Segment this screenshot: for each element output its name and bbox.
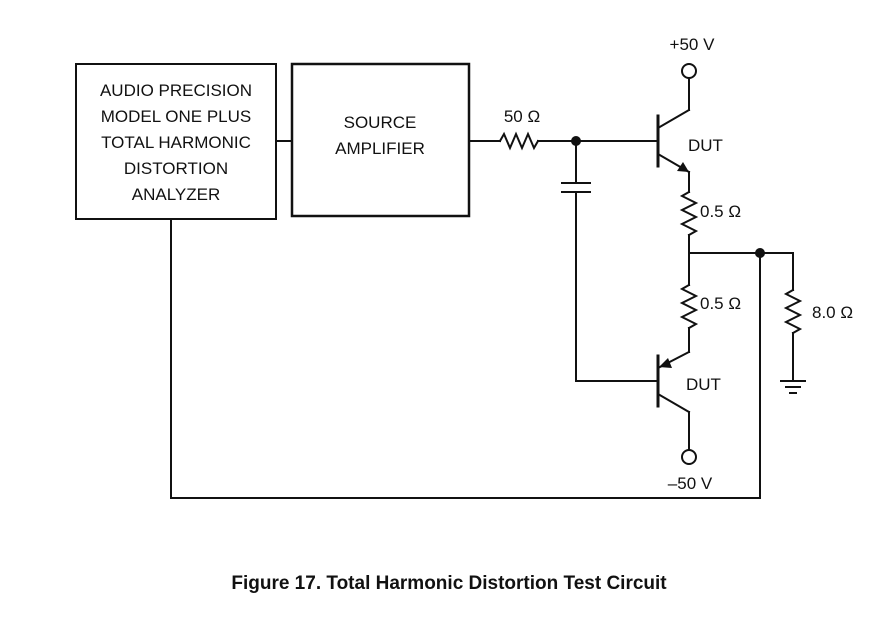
positive-supply-terminal-icon — [681, 63, 697, 79]
analyzer-line-2: MODEL ONE PLUS — [101, 107, 252, 126]
negative-supply-terminal-icon — [681, 449, 697, 465]
upper-emitter-arrow-icon — [677, 162, 689, 172]
lower-emitter-arrow-icon — [659, 358, 672, 368]
input-resistor-label: 50 Ω — [504, 107, 540, 126]
lower-transistor — [656, 350, 691, 414]
wire-feedback-to-analyzer — [170, 218, 761, 499]
upper-emitter-resistor-symbol — [679, 190, 699, 237]
negative-supply-label: –50 V — [668, 474, 713, 493]
amplifier-box — [290, 62, 471, 218]
lower-transistor-label: DUT — [686, 375, 721, 394]
load-resistor-label: 8.0 Ω — [812, 303, 853, 322]
amplifier-line-2: AMPLIFIER — [335, 139, 425, 158]
upper-transistor-label: DUT — [688, 136, 723, 155]
analyzer-line-3: TOTAL HARMONIC — [101, 133, 251, 152]
load-resistor-symbol — [783, 288, 803, 335]
lower-emitter-resistor-symbol — [679, 283, 699, 330]
upper-transistor — [656, 108, 691, 174]
analyzer-line-5: ANALYZER — [132, 185, 221, 204]
lower-emitter-resistor-label: 0.5 Ω — [700, 294, 741, 313]
upper-transistor-collector — [656, 108, 691, 130]
upper-emitter-resistor-label: 0.5 Ω — [700, 202, 741, 221]
analyzer-box — [75, 63, 277, 220]
figure-caption: Figure 17. Total Harmonic Distortion Tes… — [231, 573, 667, 594]
ground-icon — [780, 380, 806, 394]
analyzer-line-1: AUDIO PRECISION — [100, 81, 252, 100]
thd-analyzer-block: AUDIO PRECISION MODEL ONE PLUS TOTAL HAR… — [75, 63, 277, 220]
lower-transistor-collector — [656, 392, 691, 414]
source-amplifier-block: SOURCE AMPLIFIER — [290, 62, 471, 218]
input-resistor-symbol — [498, 131, 540, 151]
positive-supply-label: +50 V — [670, 35, 716, 54]
amplifier-line-1: SOURCE — [344, 113, 417, 132]
analyzer-line-4: DISTORTION — [124, 159, 228, 178]
